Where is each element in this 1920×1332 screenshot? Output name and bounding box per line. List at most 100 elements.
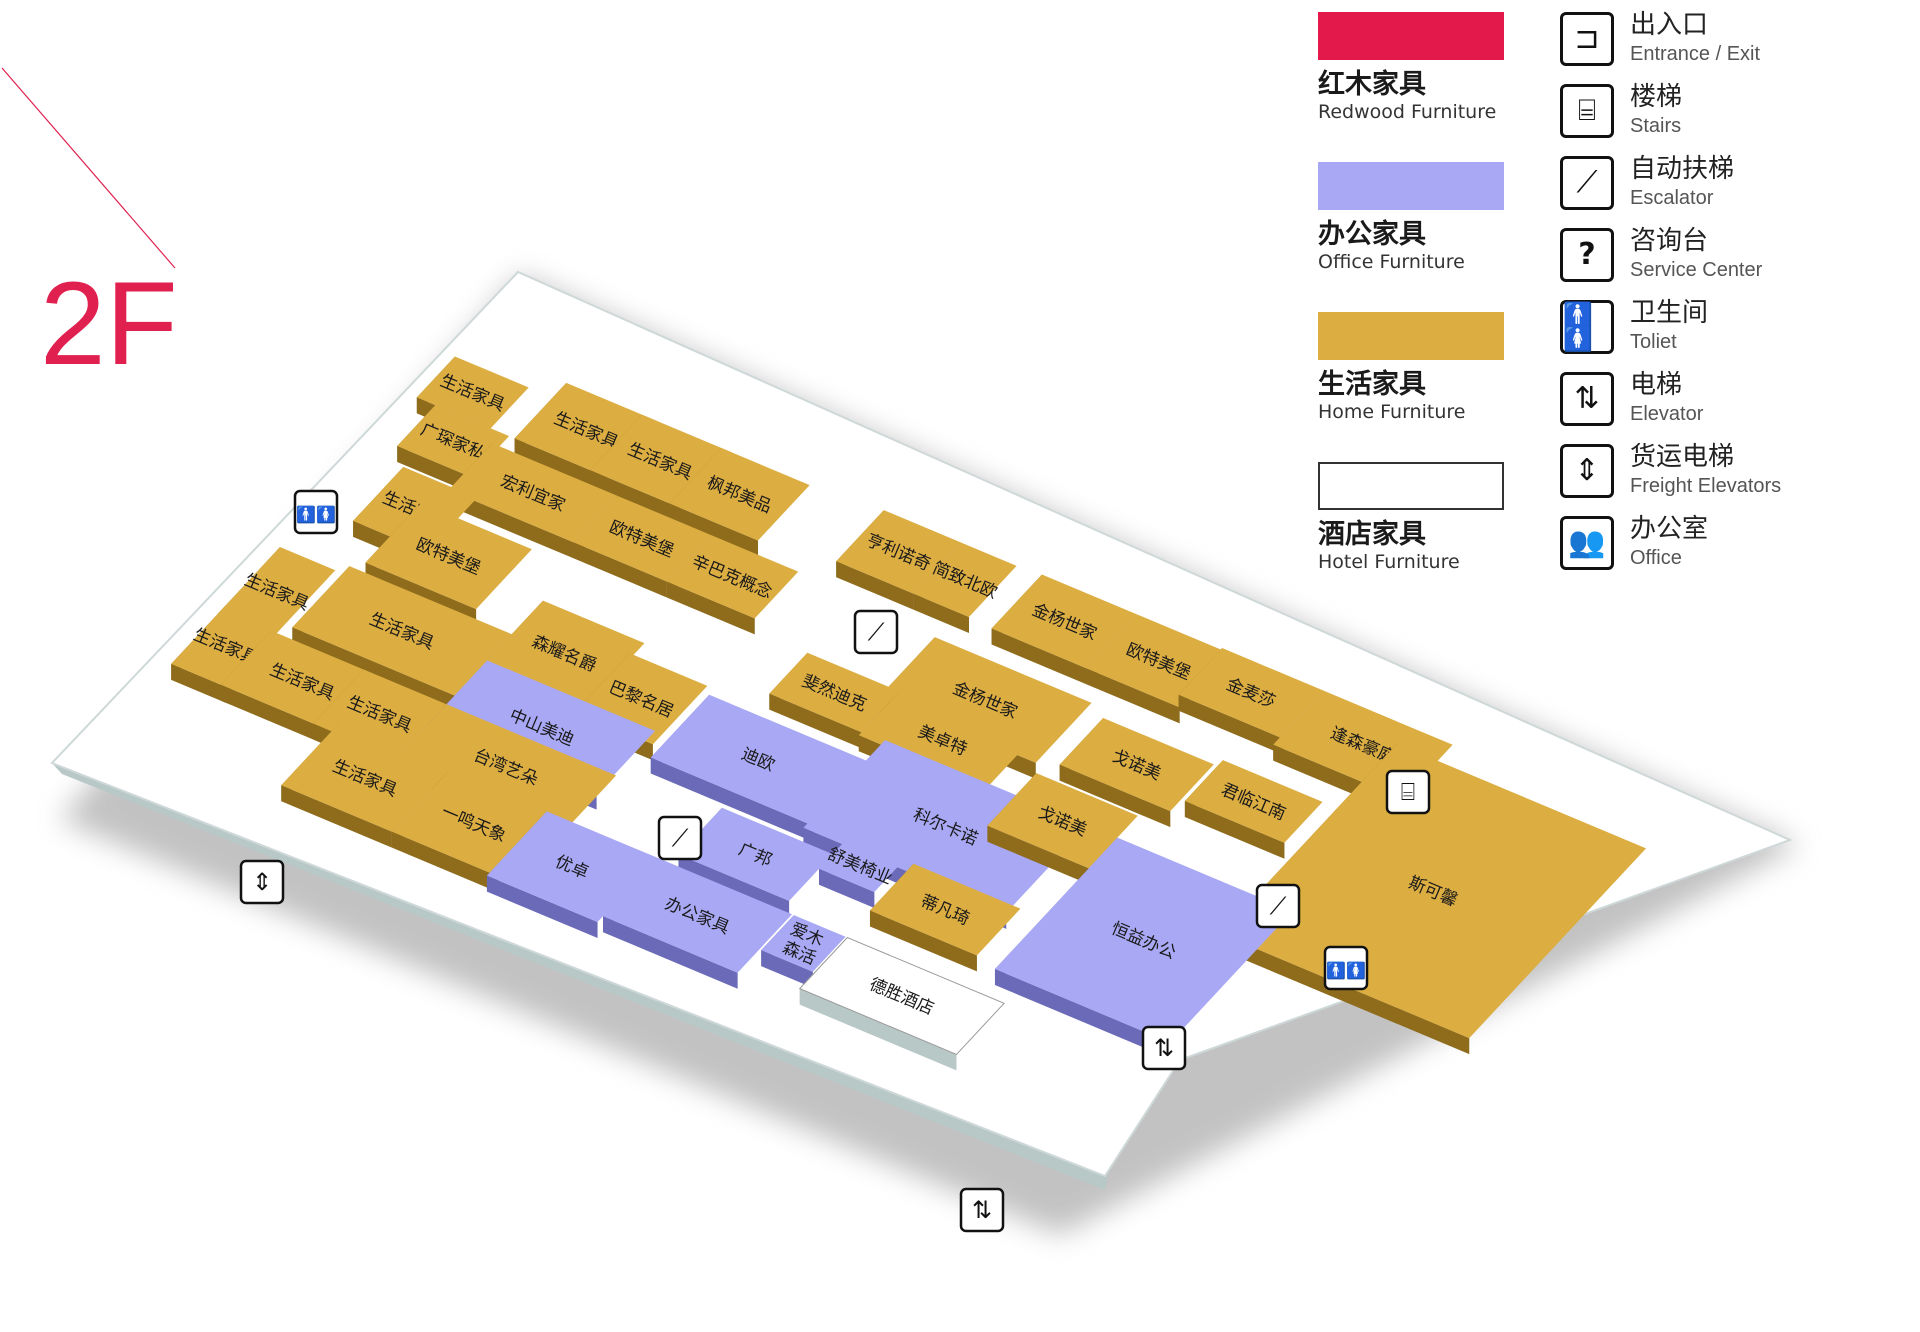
icon-legend-cn: 自动扶梯 (1630, 154, 1735, 184)
freight-elevator-icon[interactable]: ⇕ (239, 859, 285, 905)
legend-home: 生活家具 Home Furniture (1318, 312, 1504, 424)
store-block[interactable]: 简致北欧 (913, 542, 1017, 633)
store-top (1184, 760, 1323, 843)
store-side-front (590, 470, 679, 524)
store-block[interactable]: 生活家具 (292, 566, 512, 712)
store-block[interactable]: 金麦莎 (1178, 648, 1324, 754)
store-top (769, 652, 900, 733)
svg-text:⟋: ⟋ (868, 618, 885, 646)
store-top (761, 915, 846, 972)
legend-swatch-hotel (1318, 462, 1504, 510)
stairs-icon[interactable]: ⌸ (1385, 769, 1431, 815)
toilet-icon: 🚹🚺 (1560, 300, 1614, 354)
store-block[interactable]: 蒂凡琦 (869, 863, 1021, 972)
store-top (991, 574, 1138, 669)
store-side-front (486, 875, 598, 939)
store-side-front (991, 628, 1088, 685)
floor-label: 2F (40, 258, 178, 390)
toilet-icon[interactable]: 🚹🚺 (293, 489, 339, 535)
store-side-front (281, 785, 392, 848)
store-side-front (1184, 800, 1285, 859)
store-side-front (869, 910, 977, 972)
store-side-front (819, 868, 875, 908)
store-block[interactable]: 君临江南 (1184, 760, 1323, 859)
store-top (1178, 648, 1324, 738)
store-top (396, 704, 617, 830)
store-side-front (836, 561, 914, 610)
escalator-icon[interactable]: ⟋ (1255, 883, 1301, 929)
legend-swatch-home (1318, 312, 1504, 360)
store-side-front (1220, 933, 1470, 1055)
legend-hotel: 酒店家具 Hotel Furniture (1318, 462, 1504, 574)
store-block[interactable]: 枫邦美品 (669, 447, 810, 557)
icon-legend-en: Office (1630, 547, 1682, 569)
legend-label-en: Home Furniture (1318, 401, 1466, 423)
facilities-layer: 🚹🚺 ⟋ ⟋ ⟋ ⌸ 🚹🚺 ⇕ ⇅ ⇅ (239, 489, 1431, 1233)
icon-legend-office: 👥 办公室 Office (1560, 514, 1880, 576)
store-block[interactable]: 斐然迪克 (769, 652, 900, 749)
icon-legend-toilet: 🚹🚺 卫生间 Toliet (1560, 298, 1880, 360)
svg-text:⇕: ⇕ (252, 868, 272, 896)
store-top (281, 723, 450, 832)
elevator-icon[interactable]: ⇅ (1141, 1025, 1187, 1071)
legend-label-cn: 红木家具 (1318, 69, 1426, 100)
store-top (666, 534, 799, 619)
store-block[interactable]: 办公家具 (603, 857, 793, 989)
decorative-line (1, 67, 176, 269)
legend-office: 办公家具 Office Furniture (1318, 162, 1504, 274)
store-block[interactable]: 欧特美堡 (574, 495, 710, 598)
store-side-front (603, 916, 738, 989)
store-block[interactable]: 德胜酒店 (798, 936, 1005, 1071)
svg-text:⟋: ⟋ (672, 824, 689, 852)
store-top (292, 566, 512, 696)
icon-legend-en: Toliet (1630, 331, 1677, 353)
icon-legend-entrance: ⊐ 出入口 Entrance / Exit (1560, 10, 1880, 72)
icon-legend-escalator: ⟋ 自动扶梯 Escalator (1560, 154, 1880, 216)
escalator-icon[interactable]: ⟋ (657, 815, 703, 861)
store-block[interactable]: 舒美椅业 (819, 839, 902, 908)
store-block[interactable]: 生活家具 (281, 723, 450, 848)
icon-legend-elevator: ⇅ 电梯 Elevator (1560, 370, 1880, 432)
store-block[interactable]: 迪欧 (650, 694, 866, 840)
store-block[interactable]: 戈诺美 (1059, 717, 1214, 828)
freight-elevator-icon: ⇕ (1560, 444, 1614, 498)
store-block[interactable]: 宏利宜家 (448, 443, 618, 559)
svg-text:🚹🚺: 🚹🚺 (1326, 961, 1366, 980)
store-top (486, 811, 658, 923)
office-icon: 👥 (1560, 516, 1614, 570)
legend-label-en: Office Furniture (1318, 251, 1465, 273)
icon-legend-en: Elevator (1630, 403, 1704, 425)
store-top (678, 807, 833, 901)
store-block[interactable]: 戈诺美 (987, 773, 1138, 885)
store-side-front (574, 542, 667, 598)
stairs-icon: ⌸ (1560, 84, 1614, 138)
store-side-front (171, 663, 227, 704)
store-side-front (994, 969, 1171, 1059)
store-side-front (650, 757, 808, 840)
icon-legend-cn: 电梯 (1630, 370, 1683, 400)
store-top (994, 837, 1293, 1043)
icon-legend-en: Stairs (1630, 115, 1682, 137)
escalator-icon[interactable]: ⟋ (853, 609, 899, 655)
elevator-icon[interactable]: ⇅ (959, 1187, 1005, 1233)
icon-legend-cn: 卫生间 (1630, 298, 1709, 328)
store-block[interactable]: 优卓 (486, 811, 658, 939)
store-block[interactable]: 生活家具 (171, 605, 281, 704)
store-side-front (987, 825, 1089, 885)
legend-label-cn: 生活家具 (1318, 369, 1426, 400)
store-block[interactable]: 恒益办公 (994, 837, 1293, 1059)
store-side-front (761, 950, 813, 988)
store-top (650, 694, 866, 824)
store-top (987, 773, 1138, 869)
store-side-front (397, 445, 471, 493)
store-top (836, 510, 962, 594)
store-block[interactable]: 辛巴克概念 (666, 534, 799, 635)
legend-label-en: Redwood Furniture (1318, 101, 1497, 123)
store-block[interactable]: 金杨世家 (991, 574, 1138, 685)
store-top (428, 660, 656, 794)
toilet-icon[interactable]: 🚹🚺 (1323, 945, 1369, 991)
legend-swatch-redwood (1318, 12, 1504, 60)
store-block[interactable]: 亨利诺奇 (836, 510, 962, 610)
store-top (879, 637, 1092, 763)
